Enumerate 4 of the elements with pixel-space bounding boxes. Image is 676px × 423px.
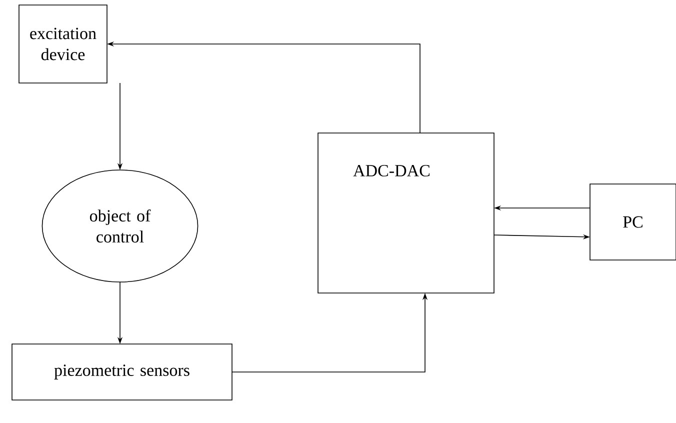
process-box: excitation device bbox=[18, 4, 108, 84]
process-box: ADC-DAC bbox=[318, 132, 494, 294]
process-box: PC bbox=[590, 184, 676, 260]
process-box: piezometric sensors bbox=[12, 344, 232, 400]
